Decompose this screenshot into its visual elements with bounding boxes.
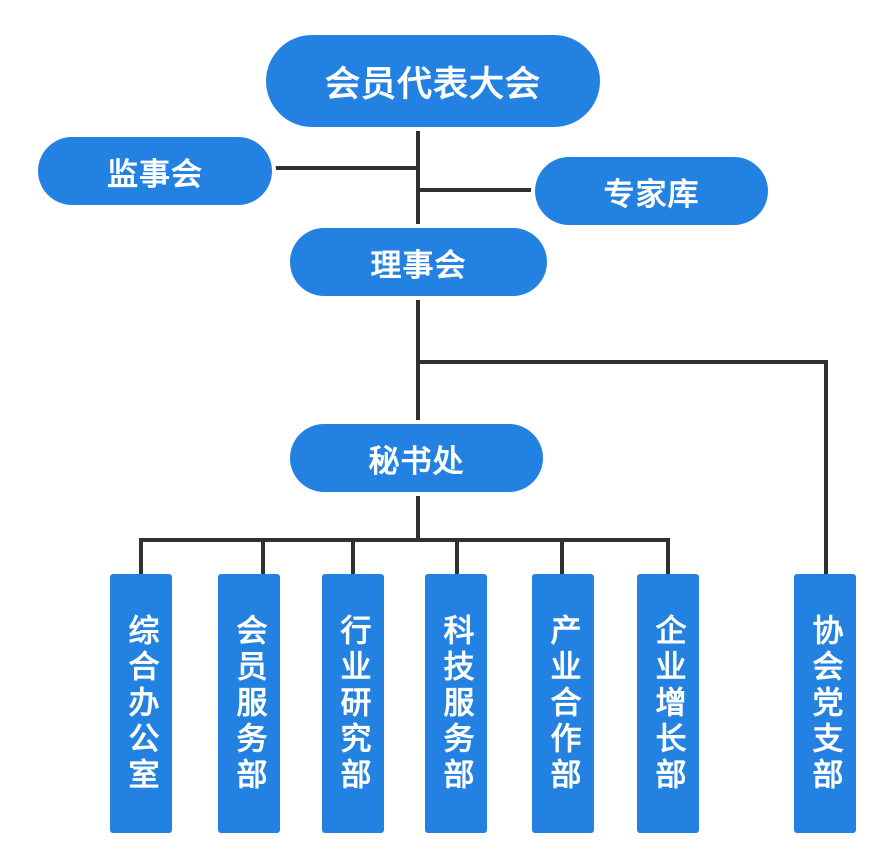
node-supervisory-board: 监事会 bbox=[38, 137, 272, 205]
node-dept-enterprise-growth-label: 企业增长部 bbox=[650, 613, 686, 794]
node-dept-tech-services: 科技服务部 bbox=[425, 574, 487, 833]
node-dept-member-services: 会员服务部 bbox=[218, 574, 280, 833]
node-party-branch: 协会党支部 bbox=[794, 574, 856, 833]
connector-stub-tech-services bbox=[455, 538, 459, 576]
connector-stub-industry-cooperation bbox=[560, 538, 564, 576]
node-members-congress: 会员代表大会 bbox=[266, 35, 600, 127]
node-dept-general-office-label: 综合办公室 bbox=[123, 613, 159, 794]
node-dept-tech-services-label: 科技服务部 bbox=[438, 613, 474, 794]
connector-secretariat-to-departments bbox=[416, 490, 420, 542]
connector-expert-pool bbox=[418, 188, 537, 192]
node-dept-industry-research: 行业研究部 bbox=[322, 574, 384, 833]
node-party-branch-label: 协会党支部 bbox=[807, 613, 843, 794]
node-secretariat-label: 秘书处 bbox=[368, 443, 465, 479]
connector-stub-industry-research bbox=[351, 538, 355, 576]
connector-stub-enterprise-growth bbox=[666, 538, 670, 576]
connector-stub-member-services bbox=[261, 538, 265, 576]
connector-root-to-council bbox=[416, 125, 420, 230]
connector-supervisory-board bbox=[270, 166, 418, 170]
node-dept-enterprise-growth: 企业增长部 bbox=[637, 574, 699, 833]
node-council: 理事会 bbox=[290, 228, 547, 296]
node-supervisory-board-label: 监事会 bbox=[107, 156, 203, 192]
node-members-congress-label: 会员代表大会 bbox=[324, 64, 541, 104]
connector-departments-rail bbox=[139, 538, 670, 542]
node-dept-general-office: 综合办公室 bbox=[110, 574, 172, 833]
node-council-label: 理事会 bbox=[370, 247, 467, 283]
node-expert-pool: 专家库 bbox=[535, 157, 768, 225]
connector-party-branch-horizontal bbox=[416, 360, 828, 364]
connector-party-branch-vertical bbox=[824, 360, 828, 576]
node-dept-industry-cooperation: 产业合作部 bbox=[532, 574, 594, 833]
node-dept-member-services-label: 会员服务部 bbox=[231, 613, 267, 794]
node-expert-pool-label: 专家库 bbox=[603, 176, 700, 212]
node-dept-industry-cooperation-label: 产业合作部 bbox=[545, 613, 581, 794]
connector-stub-general-office bbox=[139, 538, 143, 576]
node-secretariat: 秘书处 bbox=[290, 424, 543, 492]
node-dept-industry-research-label: 行业研究部 bbox=[335, 613, 371, 794]
